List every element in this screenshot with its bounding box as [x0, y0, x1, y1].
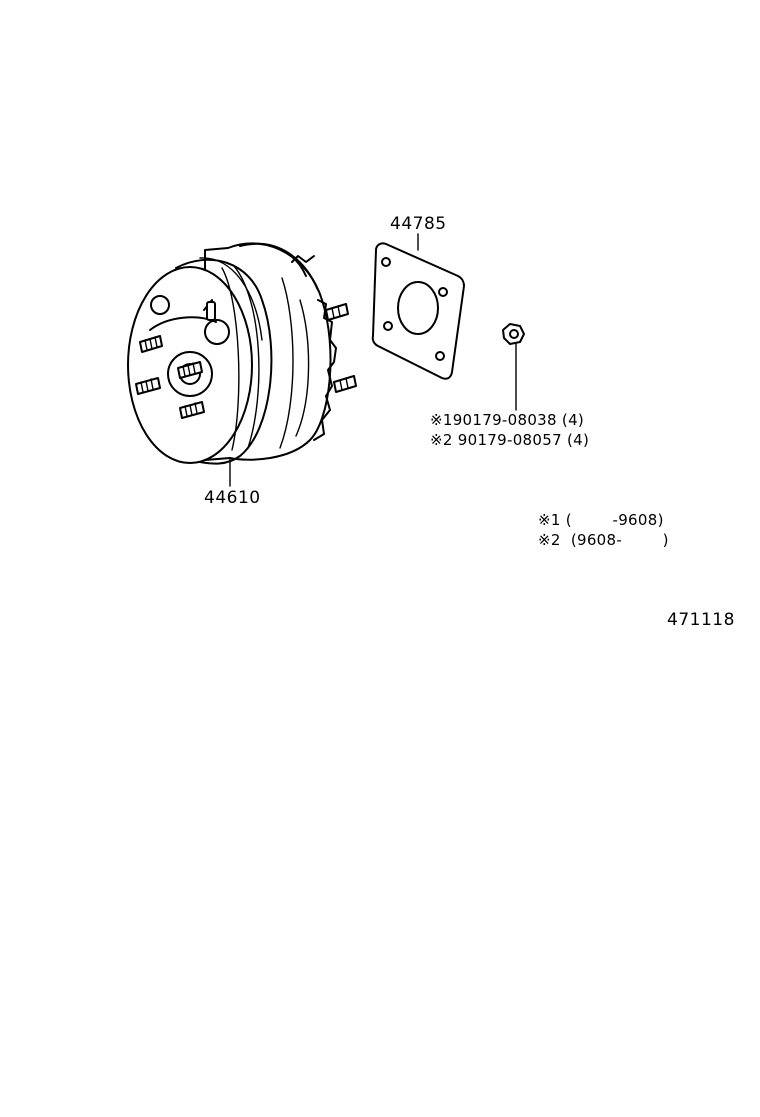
brake-booster-drawing [127, 242, 357, 465]
booster-part-number: 44610 [204, 488, 261, 508]
nut-part-number-line1: ※190179-08038 (4) [430, 411, 585, 429]
nut-drawing [502, 323, 525, 345]
nut-part-number-line2: ※2 90179-08057 (4) [430, 431, 590, 449]
legend-row-1: ※1 ( -9608) [538, 511, 664, 529]
diagram-id: 471118 [667, 610, 735, 630]
gasket-drawing [371, 242, 465, 380]
gasket-part-number: 44785 [390, 214, 447, 234]
legend-row-2: ※2 (9608- ) [538, 531, 669, 549]
